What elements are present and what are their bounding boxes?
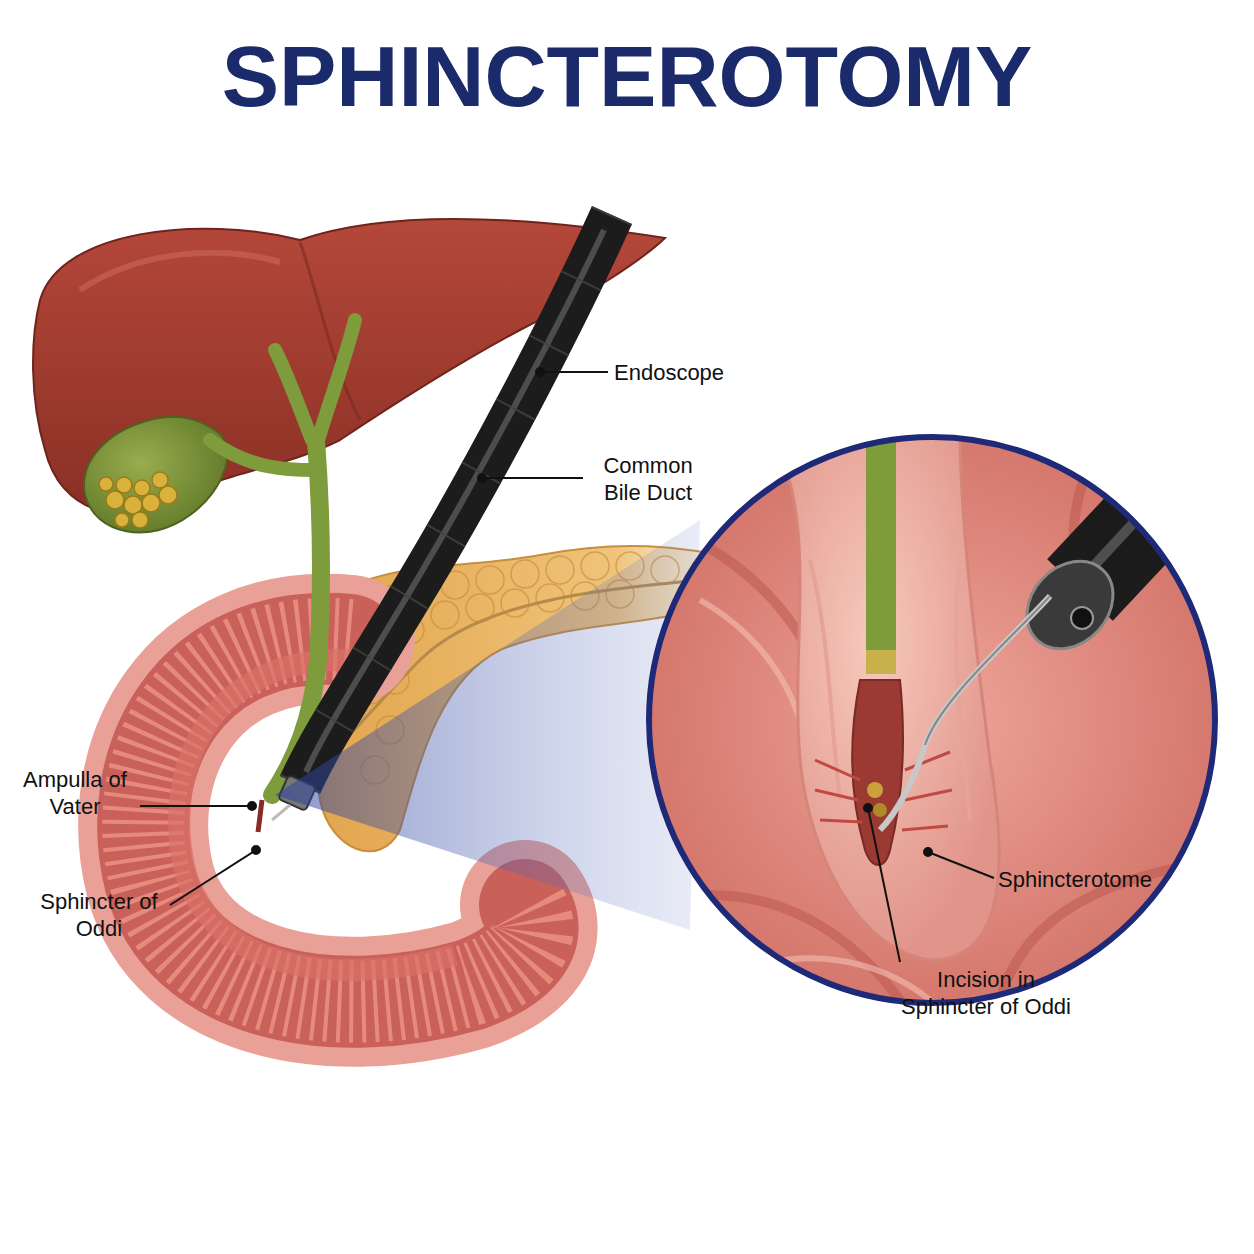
part-label: Sphincter of Oddi	[30, 888, 168, 942]
leader-lines	[140, 368, 994, 962]
gallstones	[99, 472, 177, 528]
zoom-border	[649, 437, 1215, 1003]
zoom-view	[640, 430, 1230, 1010]
part-label: Common Bile Duct	[589, 452, 707, 506]
title: SPHINCTEROTOMY	[0, 26, 1254, 126]
part-label: Ampulla of Vater	[14, 766, 136, 820]
ampulla-incision-small	[258, 800, 262, 832]
liver-shine	[80, 253, 280, 290]
part-label: Incision in Sphincter of Oddi	[890, 966, 1082, 1020]
zoom-cone	[275, 520, 700, 930]
part-label: Sphincterotome	[998, 866, 1152, 893]
gallbladder	[84, 417, 227, 533]
sphincterotome-small	[272, 805, 290, 820]
part-label: Endoscope	[614, 359, 724, 386]
